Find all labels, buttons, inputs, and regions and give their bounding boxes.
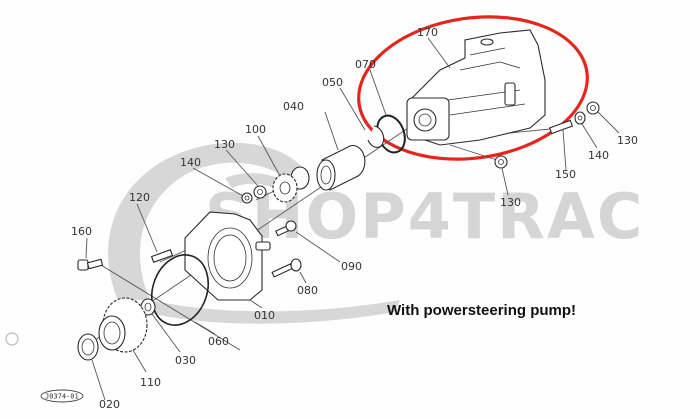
- watermark-text: SHOP4TRAC: [205, 180, 644, 253]
- label-010: 010: [254, 309, 275, 322]
- part-160-bolt[interactable]: [77, 258, 104, 271]
- part-050-circlip[interactable]: [367, 125, 385, 148]
- label-070: 070: [355, 58, 376, 71]
- part-100-drive-gear[interactable]: [272, 166, 310, 203]
- part-labels: 170 070 050 040 100 130 140 120 160 090 …: [71, 26, 638, 411]
- label-130-right: 130: [617, 134, 638, 147]
- part-130-nut-bottom[interactable]: [494, 155, 508, 169]
- label-120: 120: [129, 191, 150, 204]
- label-050: 050: [322, 76, 343, 89]
- part-140-washer-right[interactable]: [574, 111, 586, 125]
- part-010-flange-housing[interactable]: [184, 211, 271, 301]
- label-060: 060: [208, 335, 229, 348]
- note-powersteering: With powersteering pump!: [387, 302, 577, 319]
- label-140-right: 140: [588, 149, 609, 162]
- label-080: 080: [297, 284, 318, 297]
- label-040: 040: [283, 100, 304, 113]
- part-080-bolt[interactable]: [271, 258, 302, 278]
- part-060-o-ring[interactable]: [142, 247, 217, 333]
- part-150-stud[interactable]: [548, 119, 574, 135]
- reference-code-tag: J0374-01: [40, 389, 84, 403]
- part-140-washer-left[interactable]: [241, 192, 253, 204]
- part-170-pump[interactable]: [406, 29, 546, 146]
- part-130-nut-left[interactable]: [253, 185, 267, 199]
- stray-ring-mark: [5, 332, 19, 346]
- label-170: 170: [417, 26, 438, 39]
- highlight-ellipse: [357, 15, 589, 161]
- part-040-bearing[interactable]: [316, 145, 366, 191]
- label-090: 090: [341, 260, 362, 273]
- label-110: 110: [140, 376, 161, 389]
- label-130-left: 130: [214, 138, 235, 151]
- part-020-seal-ring[interactable]: [77, 333, 99, 361]
- part-090-bolt[interactable]: [275, 220, 297, 237]
- part-120-stud[interactable]: [150, 249, 174, 263]
- label-030: 030: [175, 354, 196, 367]
- label-100: 100: [245, 123, 266, 136]
- label-140-left: 140: [180, 156, 201, 169]
- label-130-bottom: 130: [500, 196, 521, 209]
- leader-lines: [85, 37, 620, 401]
- part-110-gear[interactable]: [98, 297, 148, 353]
- label-160: 160: [71, 225, 92, 238]
- reference-code: J0374-01: [45, 393, 79, 401]
- part-130-nut-right[interactable]: [586, 101, 600, 115]
- label-020: 020: [99, 398, 120, 411]
- label-150: 150: [555, 168, 576, 181]
